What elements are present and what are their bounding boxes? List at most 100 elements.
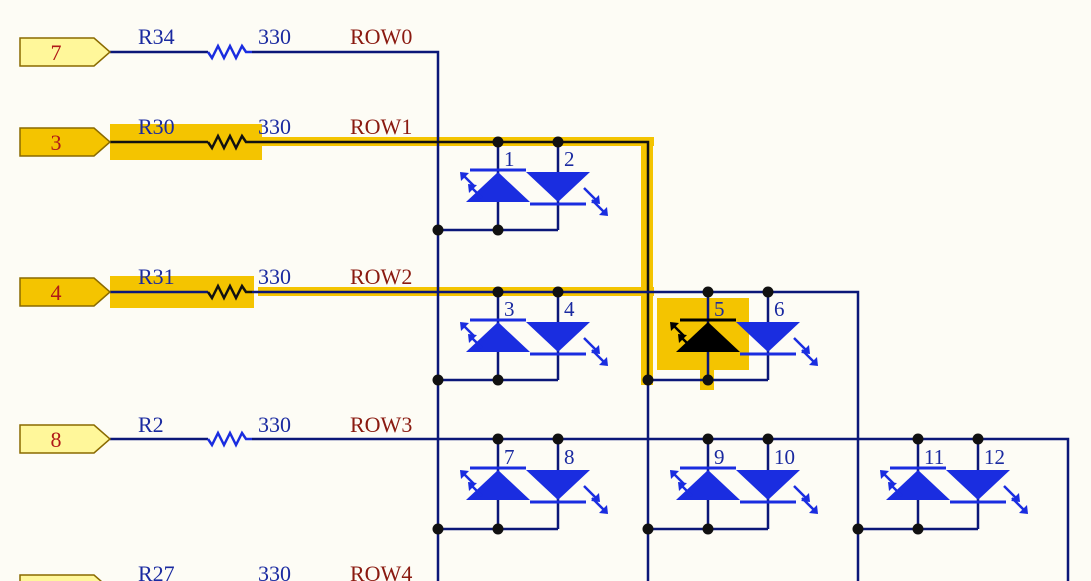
light-ray-icon — [591, 497, 605, 511]
light-arrowhead-icon — [1019, 505, 1028, 514]
led-6[interactable]: 6 — [736, 297, 818, 366]
light-arrowhead-icon — [599, 207, 608, 216]
led-label: 5 — [714, 297, 725, 321]
led-2[interactable]: 2 — [526, 147, 608, 216]
junction-dot — [702, 286, 714, 298]
light-ray-icon — [793, 485, 807, 499]
resistor-value: 330 — [258, 264, 291, 289]
junction-dot — [762, 286, 774, 298]
led-8[interactable]: 8 — [526, 445, 608, 514]
led-triangle — [466, 322, 530, 352]
resistor-ref: R30 — [138, 114, 175, 139]
net-label: ROW4 — [350, 561, 412, 581]
light-ray-icon — [1011, 497, 1025, 511]
led-label: 10 — [774, 445, 795, 469]
wires — [110, 50, 1070, 581]
led-triangle — [526, 172, 590, 202]
led-9[interactable]: 9 — [670, 445, 740, 500]
light-arrowhead-icon — [670, 470, 679, 479]
port-row1[interactable]: 3 — [19, 127, 112, 157]
junction-dot — [702, 374, 714, 386]
light-arrowhead-icon — [888, 482, 897, 491]
junction-dot — [912, 433, 924, 445]
port-row3[interactable]: 8 — [19, 424, 112, 454]
led-5[interactable]: 5 — [670, 297, 740, 352]
led-triangle — [736, 322, 800, 352]
led-triangle — [886, 470, 950, 500]
light-arrowhead-icon — [460, 322, 469, 331]
light-ray-icon — [793, 337, 807, 351]
net-label: ROW3 — [350, 412, 412, 437]
led-label: 9 — [714, 445, 725, 469]
junction-dot — [702, 433, 714, 445]
junction-dot — [552, 433, 564, 445]
resistor-r2-symbol — [206, 430, 252, 448]
light-ray-icon — [591, 199, 605, 213]
net-label: ROW2 — [350, 264, 412, 289]
led-triangle — [736, 470, 800, 500]
junction-dot — [552, 286, 564, 298]
led-triangle — [676, 470, 740, 500]
junction-dot — [912, 523, 924, 535]
resistor-r31-symbol — [206, 283, 252, 301]
resistor-ref: R27 — [138, 561, 175, 581]
led-label: 3 — [504, 297, 515, 321]
light-arrowhead-icon — [678, 334, 687, 343]
led-12[interactable]: 12 — [946, 445, 1028, 514]
light-arrowhead-icon — [460, 470, 469, 479]
highlight-layer — [110, 124, 749, 390]
led-label: 2 — [564, 147, 575, 171]
led-4[interactable]: 4 — [526, 297, 608, 366]
junction-dot — [432, 224, 444, 236]
resistor-r34-symbol — [206, 43, 252, 61]
light-arrowhead-icon — [670, 322, 679, 331]
resistor-value: 330 — [258, 114, 291, 139]
led-1[interactable]: 1 — [460, 147, 530, 202]
led-label: 11 — [924, 445, 944, 469]
led-label: 12 — [984, 445, 1005, 469]
led-label: 6 — [774, 297, 785, 321]
light-arrowhead-icon — [468, 334, 477, 343]
row1-wire — [110, 140, 650, 380]
light-ray-icon — [583, 187, 597, 201]
led-3[interactable]: 3 — [460, 297, 530, 352]
led-11[interactable]: 11 — [880, 445, 950, 500]
junction-dot — [702, 523, 714, 535]
light-arrowhead-icon — [468, 184, 477, 193]
port-label: 8 — [51, 427, 62, 452]
light-ray-icon — [583, 485, 597, 499]
light-arrowhead-icon — [809, 357, 818, 366]
port-row0[interactable]: 7 — [19, 37, 112, 67]
led-triangle — [946, 470, 1010, 500]
led-label: 1 — [504, 147, 515, 171]
junction-dot — [492, 286, 504, 298]
light-ray-icon — [1003, 485, 1017, 499]
net-label: ROW0 — [350, 24, 412, 49]
junction-dot — [432, 374, 444, 386]
junction-dot — [492, 136, 504, 148]
light-arrowhead-icon — [468, 482, 477, 491]
resistor-value: 330 — [258, 412, 291, 437]
row2-wire — [110, 290, 860, 581]
led-triangle — [526, 322, 590, 352]
junction-dot — [642, 523, 654, 535]
port-label: 3 — [51, 130, 62, 155]
light-ray-icon — [801, 349, 815, 363]
led-triangle — [526, 470, 590, 500]
port-row2[interactable]: 4 — [19, 277, 112, 307]
light-arrowhead-icon — [809, 505, 818, 514]
light-ray-icon — [801, 497, 815, 511]
junction-dot — [762, 433, 774, 445]
led-7[interactable]: 7 — [460, 445, 530, 500]
led-triangle — [676, 322, 740, 352]
led-10[interactable]: 10 — [736, 445, 818, 514]
light-arrowhead-icon — [880, 470, 889, 479]
net-label: ROW1 — [350, 114, 412, 139]
port-row4[interactable] — [19, 574, 110, 581]
junction-dot — [972, 433, 984, 445]
junction-dot — [642, 374, 654, 386]
led-label: 4 — [564, 297, 575, 321]
resistor-r30-symbol — [206, 133, 252, 151]
